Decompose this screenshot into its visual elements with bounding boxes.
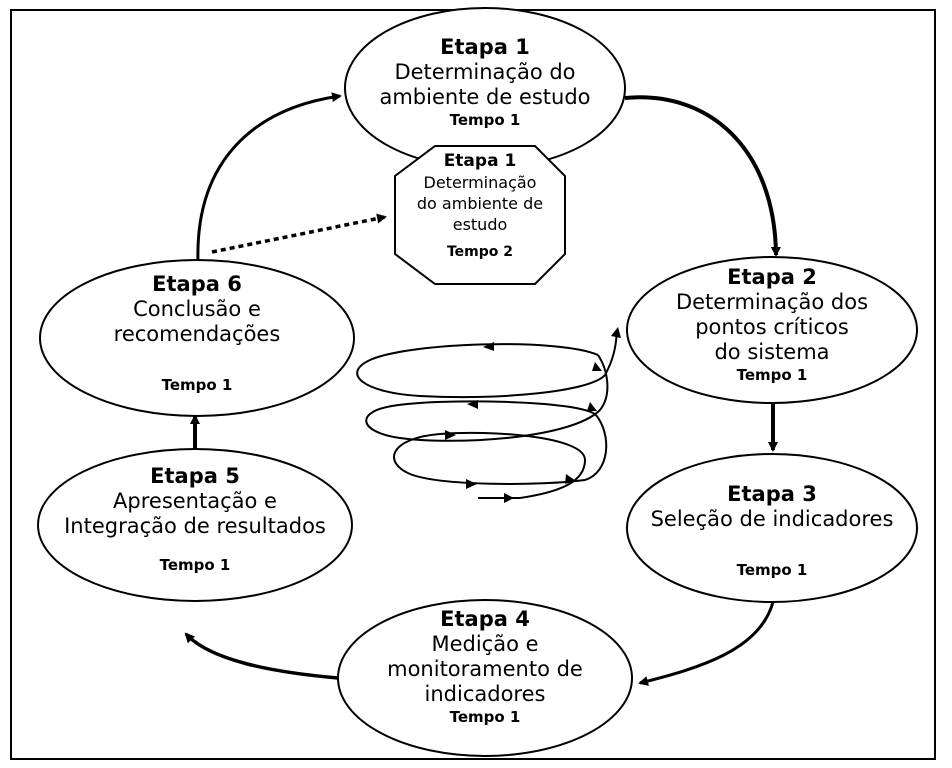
spiral-arrowhead	[504, 493, 514, 503]
spiral-arrowhead	[587, 402, 597, 411]
stage2-node: Etapa 2 Determinação dos pontos críticos…	[627, 265, 917, 385]
stage5-node: Etapa 5 Apresentação e Integração de res…	[40, 464, 350, 575]
stage1-time2-node: Etapa 1 Determinação do ambiente de estu…	[395, 151, 565, 261]
stage4-node: Etapa 4 Medição e monitoramento de indic…	[340, 607, 630, 727]
stage2-title: Etapa 2	[727, 265, 817, 289]
spiral-arrowhead	[592, 362, 602, 371]
spiral-arrowhead	[467, 400, 478, 409]
stage6-desc-line: Conclusão e	[133, 297, 261, 321]
stage4-time: Tempo 1	[449, 708, 521, 726]
stage3-desc-line: Seleção de indicadores	[650, 507, 894, 531]
stage6-title: Etapa 6	[152, 272, 242, 296]
stage3-time: Tempo 1	[736, 561, 808, 579]
stage1-node: Etapa 1 Determinação do ambiente de estu…	[345, 35, 625, 130]
stage1-title: Etapa 1	[440, 35, 530, 59]
stage1-time2-octagon	[394, 145, 566, 285]
spiral-arrowhead	[565, 474, 576, 484]
stage5-desc-line: Integração de resultados	[64, 514, 326, 538]
stage1-time2-desc-line: Determinação	[423, 173, 537, 192]
spiral-arrowhead	[466, 479, 477, 489]
stage1-time2-title: Etapa 1	[443, 151, 517, 171]
stage6-time: Tempo 1	[161, 376, 233, 394]
stage2-time: Tempo 1	[736, 366, 808, 384]
stage3-title: Etapa 3	[727, 482, 817, 506]
arrow-stage4-to-stage5	[184, 632, 339, 680]
stage1-desc-line: Determinação do	[394, 60, 576, 84]
stage2-desc-line: do sistema	[714, 340, 830, 364]
spiral-arrowheads	[445, 327, 621, 503]
stage1-time2-time: Tempo 2	[446, 244, 514, 260]
stage1-time: Tempo 1	[449, 111, 521, 129]
arrow-stage6-to-stage1	[196, 92, 342, 263]
spiral-graphic	[356, 331, 618, 499]
stage3-ellipse	[626, 453, 918, 603]
spiral-arrowhead	[445, 430, 456, 440]
spiral-arrowhead	[611, 327, 621, 338]
stage4-desc-line: indicadores	[424, 682, 546, 706]
stage5-ellipse	[37, 448, 353, 602]
stage5-time: Tempo 1	[159, 556, 231, 574]
arrow-stage3-to-stage4	[638, 601, 775, 686]
stage6-ellipse	[39, 259, 355, 417]
stage2-ellipse	[626, 256, 918, 404]
spiral-arrowhead	[483, 342, 494, 351]
stage1-time2-desc-line: do ambiente de	[416, 194, 544, 213]
stage1-desc-line: ambiente de estudo	[379, 85, 591, 109]
stage6-desc-line: recomendações	[113, 322, 281, 346]
stage5-title: Etapa 5	[150, 464, 240, 488]
stage4-desc-line: monitoramento de	[387, 657, 583, 681]
stage4-desc-line: Medição e	[431, 632, 539, 656]
stage3-node: Etapa 3 Seleção de indicadores Tempo 1	[627, 482, 917, 580]
stage4-ellipse	[337, 599, 633, 757]
stage1-time2-desc-line: estudo	[452, 215, 508, 234]
stage4-title: Etapa 4	[440, 607, 530, 631]
arrow-stage1-to-stage2	[624, 95, 781, 257]
stage2-desc-line: Determinação dos	[675, 290, 869, 314]
stage2-desc-line: pontos críticos	[695, 315, 849, 339]
stage6-node: Etapa 6 Conclusão e recomendações Tempo …	[42, 272, 352, 395]
dotted-arrow-stage6-to-stage1-time2	[211, 213, 387, 254]
stage5-desc-line: Apresentação e	[113, 489, 277, 513]
